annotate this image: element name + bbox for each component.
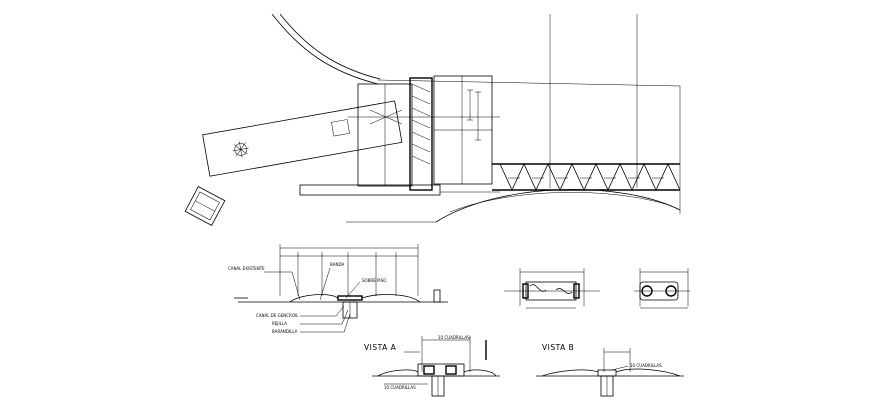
label-vista-b: VISTA B — [542, 343, 574, 352]
curved-wall-outer — [271, 13, 379, 85]
barrier-arm — [202, 100, 403, 177]
label-banda: BANDA — [330, 262, 344, 267]
vista-b: VISTA B 10 CUADRILLAS — [536, 343, 684, 397]
vehicle — [184, 186, 226, 226]
truss — [492, 163, 681, 191]
section-view: CANAL EXISTENTE BANDA SOBRE PISO CANAL D… — [228, 244, 448, 334]
label-rejilla: REJILLA — [272, 321, 287, 326]
detail-view-1 — [504, 268, 600, 309]
label-canal-de-gencroil: CANAL DE GENCROIL — [256, 313, 299, 318]
plan-view — [184, 13, 681, 226]
label-cuadrillas-c: 10 CUADRILLAS — [384, 385, 416, 390]
curved-wall-inner — [279, 13, 381, 80]
vista-a: VISTA A 10 CUADRILLAS 10 CUADRILLAS — [364, 335, 500, 397]
booth-dims — [467, 89, 481, 141]
base-slab — [299, 184, 441, 196]
arch-inner — [449, 192, 673, 213]
label-vista-a: VISTA A — [364, 343, 397, 352]
label-cuadrillas-a: 10 CUADRILLAS — [438, 335, 470, 340]
label-cuadrillas-b: 10 CUADRILLAS — [630, 363, 662, 368]
arch — [435, 189, 681, 223]
gate-hatch — [411, 83, 431, 165]
roof-line — [377, 79, 681, 87]
label-sobre-piso: SOBRE PISO — [362, 278, 386, 283]
label-canal-existente: CANAL EXISTENTE — [228, 266, 265, 271]
detail-view-2 — [634, 268, 690, 309]
label-barandilla: BARANDILLA — [272, 329, 298, 334]
gate-post — [409, 77, 433, 191]
